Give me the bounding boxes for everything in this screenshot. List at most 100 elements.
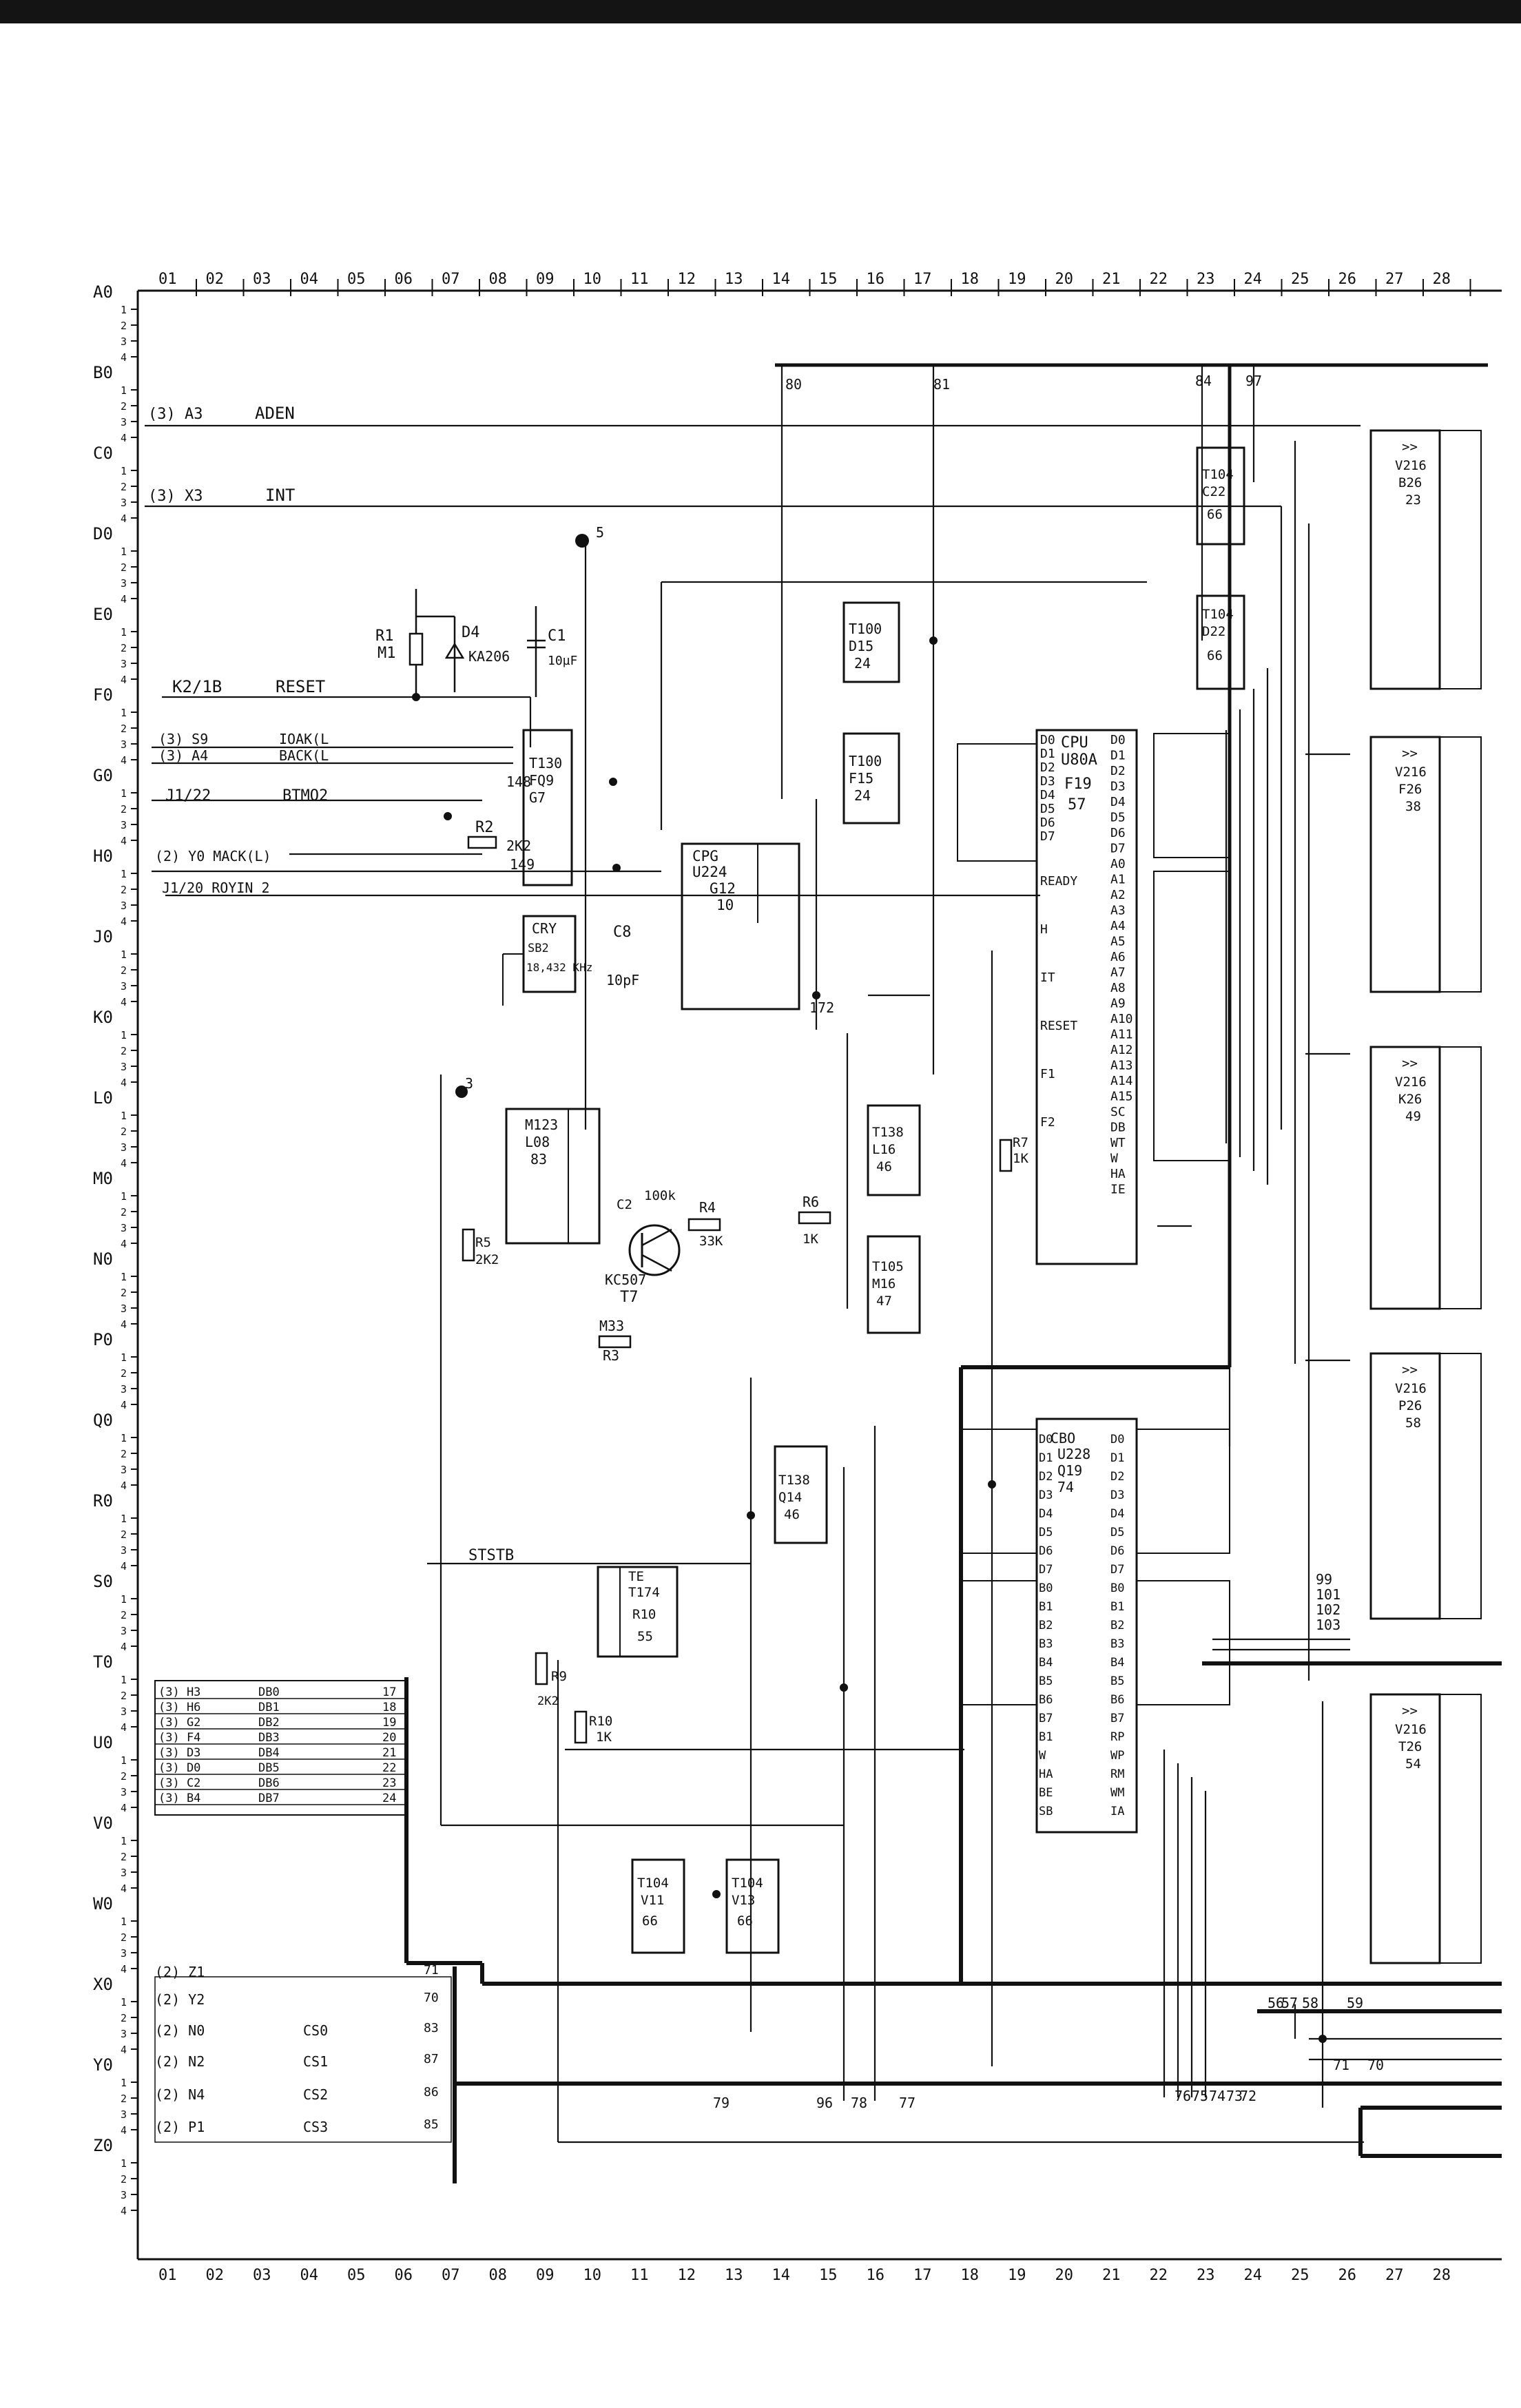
bus-pin: 23 bbox=[382, 1776, 396, 1790]
svg-text:2K2: 2K2 bbox=[475, 1252, 499, 1267]
svg-text:ADEN: ADEN bbox=[255, 404, 295, 423]
chip-label: CBO bbox=[1051, 1430, 1075, 1446]
cbo-pin: IA bbox=[1110, 1805, 1124, 1818]
row-sublabel: 3 bbox=[121, 2108, 127, 2121]
crystal: CRY SB2 18,432 KHz bbox=[502, 915, 592, 1006]
row-sublabel: 2 bbox=[121, 1206, 127, 1218]
b26-chip: >> V216 B26 23 bbox=[1369, 429, 1482, 690]
cpu-pin: A12 bbox=[1110, 1043, 1133, 1057]
column-label: 16 bbox=[867, 271, 885, 288]
net-node: 57 bbox=[1281, 1995, 1298, 2011]
cbo-pin: RM bbox=[1110, 1767, 1124, 1781]
row-sublabel: 3 bbox=[121, 1544, 127, 1557]
row-label: F0 bbox=[93, 685, 113, 705]
chip-label: M16 bbox=[872, 1276, 896, 1291]
cpu-pin: F2 bbox=[1040, 1115, 1055, 1130]
cbo-pin: B6 bbox=[1110, 1693, 1124, 1707]
cpu-pin: D4 bbox=[1110, 795, 1126, 809]
wires bbox=[145, 365, 1502, 2144]
cbo-pin: B0 bbox=[1110, 1581, 1124, 1595]
chip-label: 38 bbox=[1405, 799, 1421, 814]
column-label: 26 bbox=[1338, 271, 1357, 288]
column-label: 28 bbox=[1433, 271, 1451, 288]
bus-pin: 21 bbox=[382, 1746, 396, 1760]
v13-chip: T104 V13 66 bbox=[725, 1858, 780, 1954]
column-label: 24 bbox=[1244, 271, 1263, 288]
row-sublabel: 2 bbox=[121, 481, 127, 493]
cbo-pin: B4 bbox=[1039, 1656, 1053, 1670]
row-sublabel: 2 bbox=[121, 1528, 127, 1541]
chip-label: CPG bbox=[692, 848, 718, 864]
row-sublabel: 3 bbox=[121, 1947, 127, 1960]
row-sublabel: 4 bbox=[121, 593, 127, 605]
row-sublabel: 3 bbox=[121, 1222, 127, 1234]
cbo-pin: D6 bbox=[1039, 1544, 1053, 1558]
chip-label: V13 bbox=[732, 1893, 755, 1908]
row-label: C0 bbox=[93, 444, 113, 463]
row-sublabel: 3 bbox=[121, 1867, 127, 1879]
bus-pin: 24 bbox=[382, 1792, 396, 1805]
svg-text:R5: R5 bbox=[475, 1235, 491, 1250]
svg-text:CS3: CS3 bbox=[303, 2119, 328, 2135]
cpu-pin: H bbox=[1040, 922, 1048, 937]
svg-text:R7: R7 bbox=[1013, 1135, 1028, 1150]
cpu-pin: F1 bbox=[1040, 1067, 1055, 1081]
net-node: 77 bbox=[899, 2095, 915, 2111]
chip-label: 66 bbox=[1207, 507, 1223, 522]
row-sublabel: 3 bbox=[121, 1141, 127, 1154]
chip-label: D15 bbox=[849, 638, 873, 654]
bus-signal: DB1 bbox=[258, 1701, 280, 1714]
d15-chip: T100 D15 24 bbox=[842, 601, 900, 683]
column-label: 02 bbox=[206, 2267, 225, 2284]
chip-label: V216 bbox=[1395, 1075, 1427, 1090]
row-sublabel: 4 bbox=[121, 674, 127, 686]
cpu-pin: A8 bbox=[1110, 981, 1126, 995]
row-sublabel: 1 bbox=[121, 948, 127, 961]
row-sublabel: 4 bbox=[121, 1802, 127, 1814]
chip-label: Q19 bbox=[1057, 1462, 1082, 1479]
svg-text:M33: M33 bbox=[599, 1318, 624, 1334]
chip-label: B26 bbox=[1398, 475, 1422, 490]
column-label: 11 bbox=[630, 271, 649, 288]
cpu-pin: IT bbox=[1040, 971, 1055, 985]
row-sublabel: 2 bbox=[121, 803, 127, 816]
svg-text:STSTB: STSTB bbox=[468, 1547, 514, 1564]
column-label: 04 bbox=[300, 2267, 319, 2284]
cpu-pin: A9 bbox=[1110, 997, 1126, 1011]
column-label: 18 bbox=[961, 271, 980, 288]
row-sublabel: 3 bbox=[121, 416, 127, 428]
row-sublabel: 3 bbox=[121, 819, 127, 831]
net-node: 81 bbox=[933, 376, 950, 393]
svg-text:(2) Z1: (2) Z1 bbox=[155, 1964, 205, 1980]
row-sublabel: 2 bbox=[121, 1851, 127, 1863]
row-sublabel: 1 bbox=[121, 1754, 127, 1767]
bus-source: (3) H3 bbox=[158, 1685, 200, 1699]
row-label: D0 bbox=[93, 524, 113, 543]
grid-frame bbox=[136, 289, 1502, 2261]
row-sublabel: 1 bbox=[121, 1351, 127, 1364]
cpu-pin: HA bbox=[1110, 1167, 1126, 1181]
cpu-pin: D2 bbox=[1040, 760, 1055, 775]
l08-chip: M123 L08 83 bbox=[505, 1108, 601, 1245]
column-label: 21 bbox=[1102, 271, 1121, 288]
svg-text:(3) X3: (3) X3 bbox=[148, 488, 203, 505]
row-sublabel: 3 bbox=[121, 335, 127, 348]
row-sublabel: 1 bbox=[121, 2077, 127, 2089]
chip-label: F15 bbox=[849, 770, 873, 787]
cbo-pin: WP bbox=[1110, 1749, 1124, 1763]
cbo-pin: B2 bbox=[1110, 1619, 1124, 1632]
row-sublabel: 4 bbox=[121, 351, 127, 364]
cbo-pin: D7 bbox=[1039, 1563, 1053, 1577]
cbo-pin: BE bbox=[1039, 1786, 1053, 1800]
svg-text:18,432 KHz: 18,432 KHz bbox=[526, 961, 592, 974]
row-sublabel: 2 bbox=[121, 723, 127, 735]
row-sublabel: 4 bbox=[121, 2124, 127, 2137]
row-sublabel: 3 bbox=[121, 1705, 127, 1718]
row-sublabel: 2 bbox=[121, 561, 127, 574]
column-label: 01 bbox=[158, 271, 177, 288]
row-sublabel: 2 bbox=[121, 964, 127, 977]
row-sublabel: 2 bbox=[121, 1125, 127, 1138]
row-sublabel: 3 bbox=[121, 497, 127, 509]
